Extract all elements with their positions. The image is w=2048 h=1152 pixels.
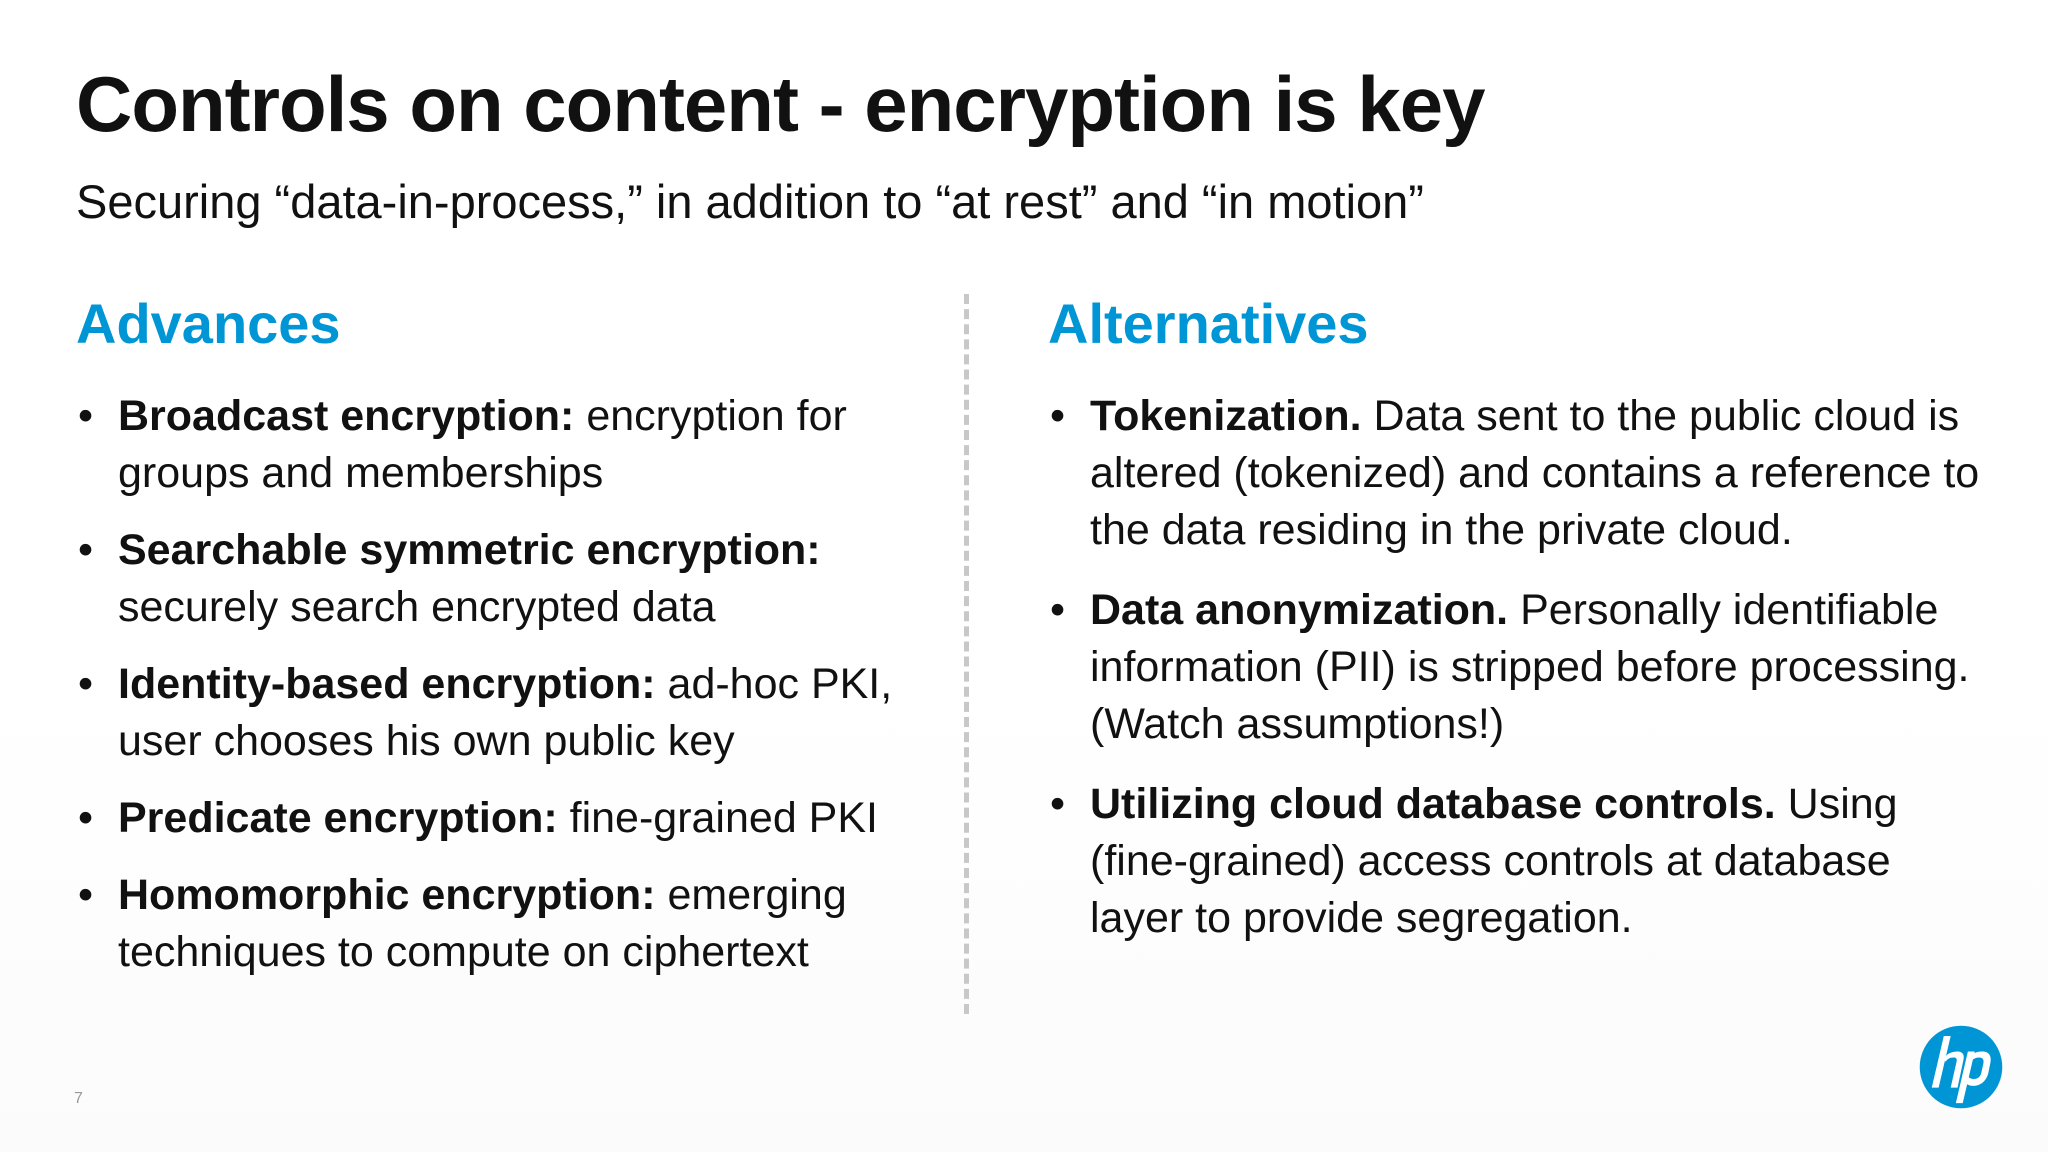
item-text: fine-grained PKI <box>557 794 878 843</box>
alternatives-column: Alternatives • Tokenization. Data sent t… <box>1048 292 1988 970</box>
alternatives-list: • Tokenization. Data sent to the public … <box>1048 388 1988 947</box>
item-text: ad-hoc PKI, user chooses his own public … <box>118 660 893 766</box>
bullet-icon: • <box>78 392 94 441</box>
column-divider <box>964 294 969 1014</box>
item-term: Identity-based encryption: <box>118 660 656 709</box>
list-item: • Broadcast encryption: encryption for g… <box>76 388 956 502</box>
list-item: • Homomorphic encryption: emerging techn… <box>76 867 956 981</box>
alternatives-heading: Alternatives <box>1048 292 1369 355</box>
item-text: Personally identifiable information (PII… <box>1090 586 1970 749</box>
item-text: Data sent to the public cloud is altered… <box>1090 392 1980 555</box>
bullet-icon: • <box>78 871 94 920</box>
list-item: • Predicate encryption: fine-grained PKI <box>76 790 956 847</box>
item-term: Data anonymization. <box>1090 586 1509 635</box>
item-term: Tokenization. <box>1090 392 1362 441</box>
list-item: • Searchable symmetric encryption: secur… <box>76 522 956 636</box>
slide-subtitle: Securing “data-in-process,” in addition … <box>76 175 1424 228</box>
bullet-icon: • <box>78 660 94 709</box>
bullet-icon: • <box>1050 392 1066 441</box>
item-term: Searchable symmetric encryption: <box>118 526 821 575</box>
item-text: emerging techniques to compute on cipher… <box>118 871 847 977</box>
slide-title: Controls on content - encryption is key <box>76 60 1485 148</box>
advances-heading: Advances <box>76 292 341 355</box>
list-item: • Data anonymization. Personally identif… <box>1048 582 1988 753</box>
list-item: • Utilizing cloud database controls. Usi… <box>1048 776 1988 947</box>
bullet-icon: • <box>1050 780 1066 829</box>
item-text: Using (fine-grained) access controls at … <box>1090 780 1898 943</box>
list-item: • Tokenization. Data sent to the public … <box>1048 388 1988 559</box>
page-number: 7 <box>74 1090 83 1107</box>
list-item: • Identity-based encryption: ad-hoc PKI,… <box>76 656 956 770</box>
bullet-icon: • <box>1050 586 1066 635</box>
hp-logo-icon <box>1919 1025 2003 1109</box>
item-term: Predicate encryption: <box>118 794 558 843</box>
item-text: encryption for groups and memberships <box>118 392 847 498</box>
bullet-icon: • <box>78 526 94 575</box>
advances-list: • Broadcast encryption: encryption for g… <box>76 388 956 981</box>
item-term: Broadcast encryption: <box>118 392 575 441</box>
item-term: Homomorphic encryption: <box>118 871 656 920</box>
advances-column: Advances • Broadcast encryption: encrypt… <box>76 292 956 1001</box>
item-term: Utilizing cloud database controls. <box>1090 780 1776 829</box>
bullet-icon: • <box>78 794 94 843</box>
item-text: securely search encrypted data <box>118 583 716 632</box>
